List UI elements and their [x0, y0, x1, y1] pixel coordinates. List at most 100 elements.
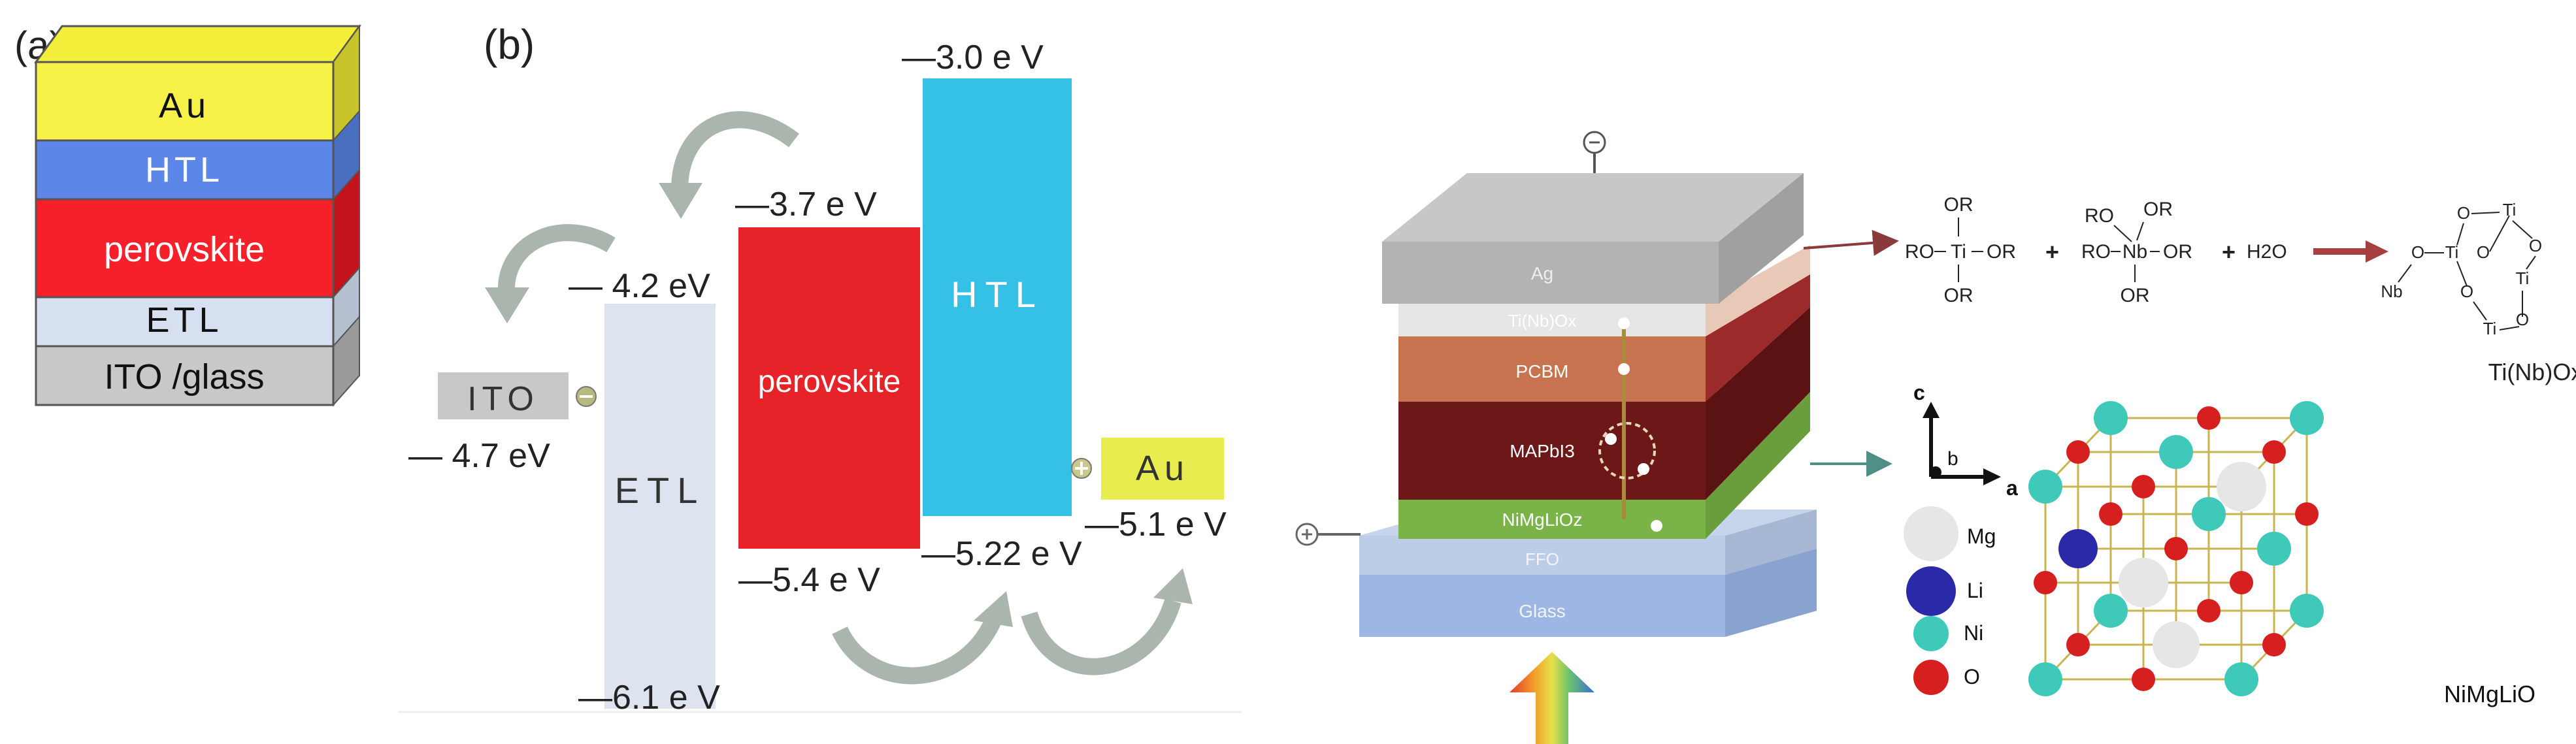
- legend-mg-sphere: [1904, 506, 1958, 561]
- plus-sign-1: +: [2045, 238, 2059, 265]
- water: H2O: [2247, 241, 2287, 263]
- crystal-caption: NiMgLiO: [2444, 681, 2535, 707]
- m2-bottom: OR: [2121, 285, 2150, 306]
- panel-b-label: (b): [484, 21, 535, 68]
- charge-dot-4: [1638, 463, 1649, 475]
- device-label-ffo: FFO: [1525, 549, 1559, 569]
- p-nb: Nb: [2381, 282, 2402, 301]
- device-label-mapbi3: MAPbI3: [1510, 441, 1575, 461]
- au-level: —5.1 e V: [1085, 506, 1227, 543]
- perovskite-label: perovskite: [758, 364, 901, 399]
- stack-label-au: Au: [159, 86, 210, 125]
- panel-b: (b) ITO — 4.7 eV ETL — 4.2 eV —6.1 e V p…: [399, 21, 1242, 717]
- ag-layer: [1382, 242, 1719, 304]
- m2-bond-tl: [2113, 225, 2132, 242]
- stack-layer-htl: [35, 139, 335, 201]
- etl-top-level: — 4.2 eV: [569, 267, 710, 305]
- m2-tl: RO: [2085, 205, 2114, 227]
- axis-b-label: b: [1947, 448, 1958, 470]
- axis-b-dot: [1930, 466, 1941, 478]
- light-arrow-icon: [1510, 652, 1594, 744]
- p-o-left: O: [2411, 242, 2424, 262]
- p-o-right: O: [2529, 236, 2542, 255]
- device-label-ag: Ag: [1531, 263, 1553, 283]
- hole-arrow-1-head: [974, 591, 1013, 627]
- hole-arrow-1: [832, 617, 1001, 685]
- p-ti-top: Ti: [2503, 200, 2517, 219]
- p-bonds: [2398, 212, 2536, 331]
- ag-top: [1382, 173, 1804, 242]
- panel-a: (a) Au HTL perovskite ETL ITO /glass: [14, 24, 361, 407]
- m2-tr: OR: [2143, 199, 2173, 220]
- m2-center: Nb: [2122, 241, 2147, 263]
- glass-layer: [1359, 575, 1725, 637]
- etl-label: ETL: [615, 470, 706, 511]
- m1-right: OR: [1987, 241, 2016, 263]
- electron-arrow-1: [671, 111, 799, 190]
- pcbm-layer: [1398, 336, 1706, 402]
- ito-level: — 4.7 eV: [408, 437, 550, 475]
- stack-label-htl: HTL: [145, 150, 223, 189]
- arrow-to-chem: [1803, 229, 1899, 256]
- device-label-pcbm: PCBM: [1516, 361, 1569, 381]
- ito-label: ITO: [467, 380, 539, 418]
- m2-left: RO: [2081, 241, 2111, 263]
- legend-li-label: Li: [1967, 579, 1983, 602]
- htl-top-level: —3.0 e V: [902, 39, 1044, 76]
- axis-a-label: a: [2006, 476, 2018, 500]
- nimgliOz-side: [1706, 392, 1810, 539]
- exciton-circle: [1598, 422, 1656, 479]
- stack-layer-perovskite: [35, 198, 335, 299]
- axis-c-label: c: [1913, 381, 1925, 404]
- tinbox-layer: [1398, 304, 1706, 336]
- p-o-mid: O: [2477, 242, 2490, 262]
- ito-block: [438, 372, 569, 419]
- au-label: Au: [1136, 449, 1189, 488]
- crystal-panel: c b a Mg Li Ni O: [1904, 381, 2535, 707]
- m1-bottom: OR: [1944, 285, 1973, 306]
- stack-label-etl: ETL: [146, 300, 222, 340]
- legend-o-sphere: [1913, 660, 1949, 695]
- p-o-br: O: [2516, 310, 2529, 329]
- legend-o-label: O: [1964, 665, 1980, 688]
- m1-left: RO: [1905, 241, 1934, 263]
- m1-center: Ti: [1951, 241, 1966, 263]
- charge-dot-2: [1618, 363, 1630, 375]
- stack-top-face: [34, 25, 361, 63]
- stack-label-ito: ITO /glass: [104, 357, 264, 396]
- p-ti-right: Ti: [2516, 268, 2530, 288]
- m2-right: OR: [2163, 241, 2192, 263]
- perovskite-block: [738, 227, 920, 549]
- glass-side: [1725, 549, 1817, 637]
- p-o-bottom: O: [2460, 282, 2473, 301]
- hole-arrow-2: [1021, 598, 1181, 675]
- stack-layer-ito: [35, 345, 335, 406]
- p-ti-bottom: Ti: [2483, 319, 2497, 338]
- ag-side: [1719, 173, 1804, 304]
- legend-ni-sphere: [1913, 616, 1949, 651]
- axis-c-head: [1923, 402, 1940, 418]
- electron-arrow-1-head: [659, 183, 702, 219]
- stack-layer-etl: [35, 296, 335, 348]
- htl-bottom-level: —5.22 e V: [921, 535, 1082, 573]
- nimgliOz-layer: [1398, 500, 1706, 539]
- etl-bottom-level: —6.1 e V: [578, 679, 720, 717]
- chem-reaction: OR RO Ti OR OR + RO OR RO Nb OR OR + H2O…: [1905, 194, 2576, 385]
- lattice-atoms: [2028, 401, 2324, 696]
- mapbi3-side: [1706, 307, 1810, 500]
- plus-sign-2: +: [2222, 238, 2236, 265]
- etl-block: [604, 304, 716, 709]
- au-block: [1101, 438, 1224, 500]
- htl-label: HTL: [951, 274, 1044, 315]
- legend-mg-label: Mg: [1967, 525, 1996, 548]
- stack-layer-au: [35, 61, 335, 142]
- p-o-top: O: [2457, 203, 2470, 223]
- p-ti-left: Ti: [2445, 242, 2459, 262]
- product-caption: Ti(Nb)Ox: [2488, 359, 2576, 385]
- charge-dot-3: [1605, 433, 1617, 445]
- tinbox-side: [1706, 245, 1810, 336]
- perovskite-top-level: —3.7 e V: [735, 186, 877, 223]
- axis-a-head: [1983, 468, 2001, 485]
- reaction-arrow-head: [2366, 240, 2388, 263]
